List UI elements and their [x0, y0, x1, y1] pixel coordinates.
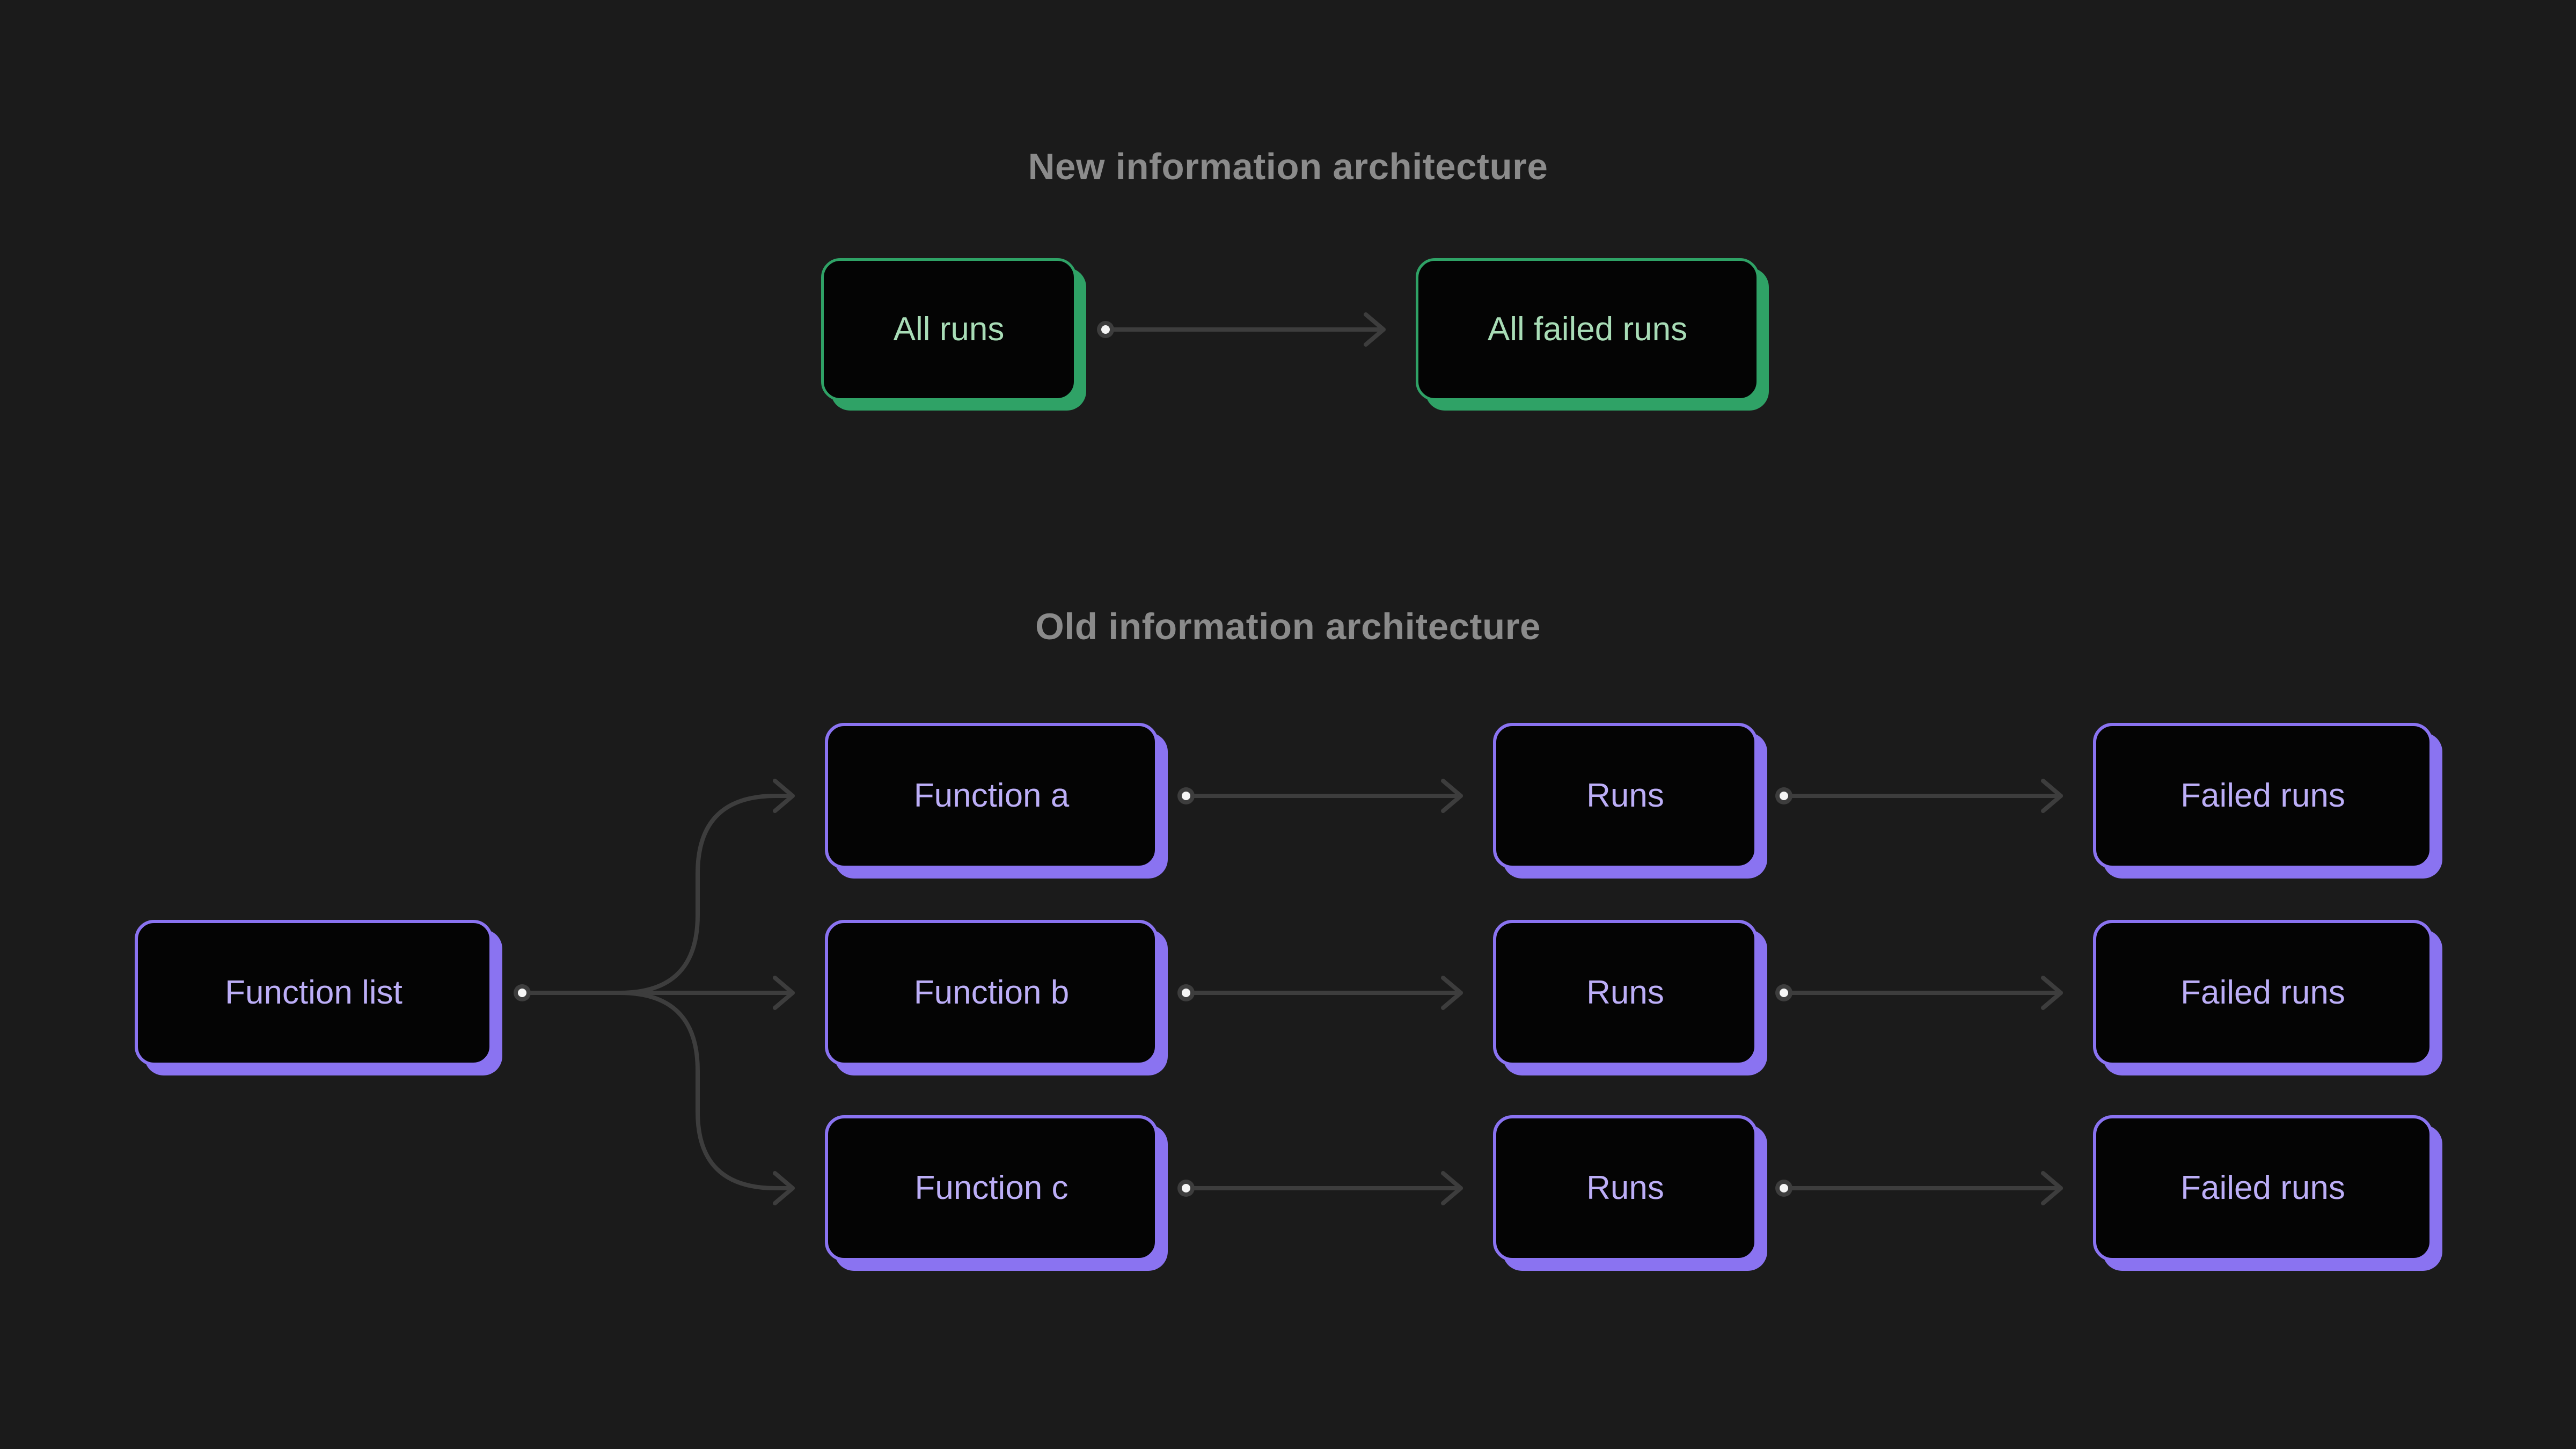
node-failed-runs-a: Failed runs — [2093, 723, 2433, 869]
node-label: Function b — [913, 974, 1070, 1011]
arrow-head-icon — [1441, 1171, 1463, 1205]
node-label: Runs — [1586, 1169, 1664, 1206]
section-title-new: New information architecture — [1028, 146, 1548, 187]
edge-all-runs-to-all-failed-runs — [1103, 312, 1386, 347]
arrow-head-icon — [773, 1171, 795, 1205]
edge-function-a-to-runs — [1184, 779, 1463, 813]
edge-runs-a-to-failed-runs — [1782, 779, 2063, 813]
origin-dot-icon — [1775, 1180, 1792, 1197]
node-runs-b: Runs — [1493, 920, 1758, 1066]
arrow-head-icon — [2041, 779, 2063, 813]
node-label: Function a — [913, 777, 1070, 814]
origin-dot-icon — [1775, 984, 1792, 1001]
node-function-a: Function a — [825, 723, 1158, 869]
edge-function-b-to-runs — [1184, 976, 1463, 1010]
origin-dot-icon — [1177, 787, 1195, 804]
node-label: All failed runs — [1487, 311, 1688, 348]
origin-dot-icon — [1775, 787, 1792, 804]
origin-dot-icon — [514, 984, 531, 1001]
node-runs-a: Runs — [1493, 723, 1758, 869]
node-all-runs: All runs — [821, 258, 1077, 401]
arrow-head-icon — [2041, 1171, 2063, 1205]
node-label: All runs — [893, 311, 1005, 348]
origin-dot-icon — [1177, 1180, 1195, 1197]
origin-dot-icon — [1177, 984, 1195, 1001]
arrow-head-icon — [1441, 779, 1463, 813]
edge-function-c-to-runs — [1184, 1171, 1463, 1205]
node-function-c: Function c — [825, 1115, 1158, 1261]
node-label: Function c — [914, 1169, 1069, 1206]
arrow-head-icon — [2041, 976, 2063, 1010]
node-label: Runs — [1586, 777, 1664, 814]
node-function-b: Function b — [825, 920, 1158, 1066]
edge-function-list-to-function-c — [520, 991, 795, 1205]
node-all-failed-runs: All failed runs — [1416, 258, 1759, 401]
node-runs-c: Runs — [1493, 1115, 1758, 1261]
connector-origin-dots — [514, 321, 1792, 1197]
section-title-old: Old information architecture — [1035, 606, 1541, 647]
edge-function-list-to-function-a — [520, 779, 795, 995]
arrow-head-icon — [1441, 976, 1463, 1010]
node-function-list: Function list — [135, 920, 493, 1066]
node-label: Function list — [225, 974, 402, 1011]
edge-runs-b-to-failed-runs — [1782, 976, 2063, 1010]
node-label: Runs — [1586, 974, 1664, 1011]
arrow-head-icon — [1364, 312, 1386, 347]
node-failed-runs-b: Failed runs — [2093, 920, 2433, 1066]
node-failed-runs-c: Failed runs — [2093, 1115, 2433, 1261]
edge-runs-c-to-failed-runs — [1782, 1171, 2063, 1205]
arrow-head-icon — [773, 976, 795, 1010]
node-label: Failed runs — [2180, 777, 2345, 814]
node-label: Failed runs — [2180, 974, 2345, 1011]
arrow-head-icon — [773, 779, 795, 813]
origin-dot-icon — [1097, 321, 1114, 338]
node-label: Failed runs — [2180, 1169, 2345, 1206]
